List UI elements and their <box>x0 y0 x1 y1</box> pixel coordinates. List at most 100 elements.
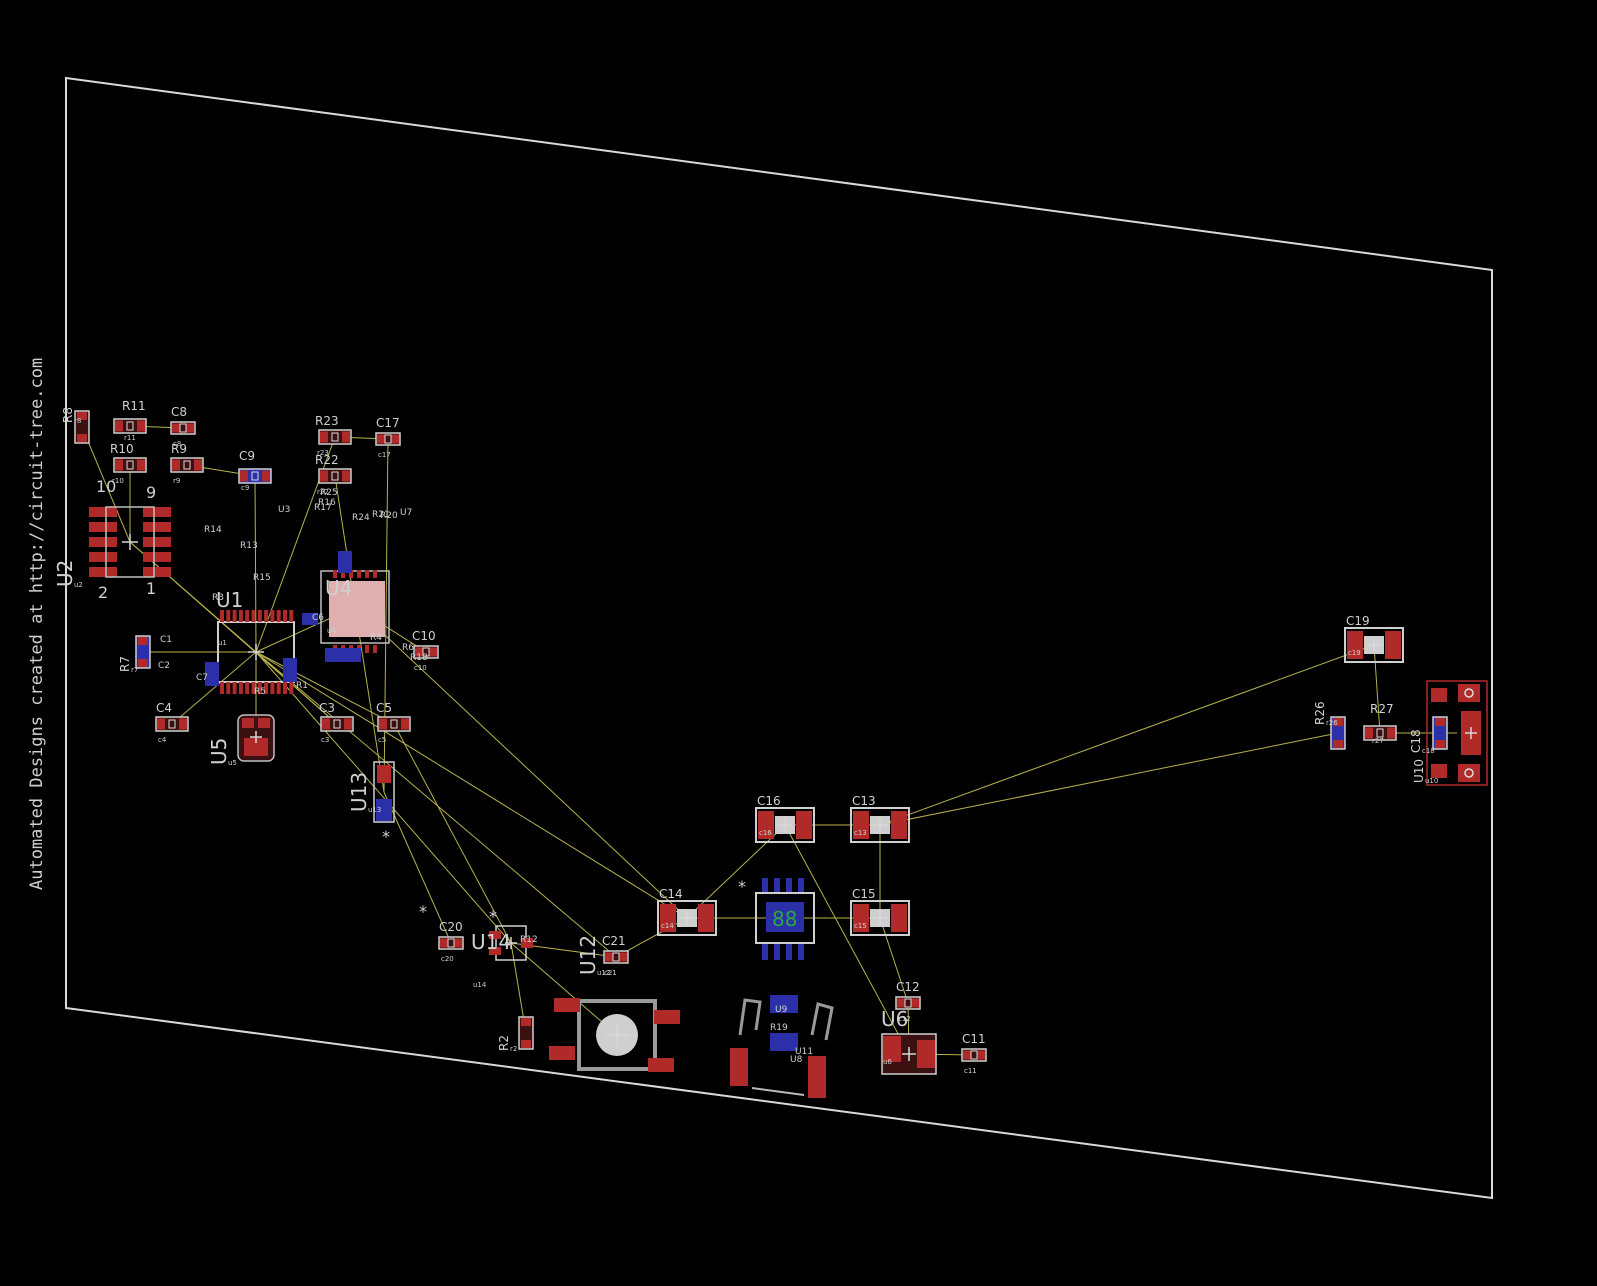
value-label-u2: u2 <box>74 581 83 589</box>
value-label-c15: c15 <box>854 922 867 930</box>
value-label-c14: c14 <box>661 922 674 930</box>
value-label-u5: u5 <box>228 759 237 767</box>
ref-label-u10: U10 <box>1412 759 1426 783</box>
misc-ref-label: R15 <box>253 573 271 583</box>
component-u13 <box>373 761 395 823</box>
ref-label-c12: C12 <box>896 980 920 994</box>
ref-label-u2: U2 <box>53 560 77 587</box>
component-c8 <box>170 421 196 435</box>
component-regulator: 88 <box>755 878 815 960</box>
ref-label-u13: U13 <box>347 772 371 812</box>
component-c10 <box>413 645 439 659</box>
misc-ref-label: R21 <box>372 510 390 520</box>
pin-label: 9 <box>146 483 156 502</box>
ref-label-c4: C4 <box>156 701 172 715</box>
component-u12 <box>549 998 680 1072</box>
misc-ref-label: R17 <box>314 503 332 513</box>
ref-label-r10: R10 <box>110 442 134 456</box>
airwire <box>784 824 910 1055</box>
airwire <box>1373 644 1381 734</box>
ref-label-r9: R9 <box>171 442 187 456</box>
misc-ref-label: U3 <box>278 505 290 515</box>
component-u10 <box>1426 680 1488 786</box>
value-label-r7: r7 <box>131 666 138 674</box>
pin-label: 2 <box>98 583 108 602</box>
ref-label-c14: C14 <box>659 887 683 901</box>
value-label-r9: r9 <box>173 477 180 485</box>
value-label-c20: c20 <box>441 955 454 963</box>
misc-ref-label: U11 <box>795 1047 813 1057</box>
component-r9 <box>170 457 204 473</box>
value-label-r22: r22 <box>317 488 329 496</box>
component-c3 <box>320 716 354 732</box>
value-label-u10: u10 <box>1425 777 1438 785</box>
airwire <box>255 651 617 958</box>
component-r8 <box>74 410 90 444</box>
component-c14 <box>657 900 717 936</box>
value-label-c21: c21 <box>604 969 617 977</box>
airwire <box>81 426 131 543</box>
value-label-r2: r2 <box>510 1045 517 1053</box>
ref-label-r11: R11 <box>122 399 146 413</box>
airwire <box>171 651 257 725</box>
component-c16 <box>755 807 815 843</box>
component-r26 <box>1330 716 1346 750</box>
component-c19 <box>1344 627 1404 663</box>
value-label-u1: u1 <box>218 639 227 647</box>
board-outline <box>65 76 1493 1200</box>
airwire <box>879 917 909 1004</box>
component-c15 <box>850 900 910 936</box>
component-c13 <box>850 807 910 843</box>
component-r10 <box>113 457 147 473</box>
airwire <box>510 942 618 1036</box>
value-label-c4: c4 <box>158 736 167 744</box>
component-c9 <box>238 468 272 484</box>
value-label-u12: u12 <box>597 969 610 977</box>
misc-ref-label: R12 <box>520 935 538 945</box>
ref-label-c21: C21 <box>602 934 626 948</box>
ref-label-c13: C13 <box>852 794 876 808</box>
ref-label-c18: C18 <box>1409 729 1423 753</box>
value-label-c12: c12 <box>898 1015 911 1023</box>
value-label-u13: u13 <box>368 806 381 814</box>
misc-ref-label: R14 <box>204 525 222 535</box>
component-u5 <box>237 714 275 762</box>
ref-label-c3: C3 <box>319 701 335 715</box>
value-label-u6: u6 <box>883 1058 892 1066</box>
pin1-marker: * <box>738 877 746 896</box>
misc-ref-label: R5 <box>254 687 266 697</box>
components-layer: 88 <box>74 410 1488 1098</box>
misc-ref-label: C7 <box>196 673 208 683</box>
ref-label-r2: R2 <box>497 1035 511 1051</box>
component-c21 <box>603 950 629 964</box>
misc-ref-label: R13 <box>240 541 258 551</box>
ref-label-c16: C16 <box>757 794 781 808</box>
misc-ref-label: C6 <box>312 613 324 623</box>
value-label-u4: u4 <box>327 627 336 635</box>
component-c11 <box>961 1048 987 1062</box>
ref-label-c5: C5 <box>376 701 392 715</box>
misc-ref-label: R3 <box>212 593 224 603</box>
ref-label-c8: C8 <box>171 405 187 419</box>
pin1-marker: * <box>382 827 390 846</box>
ref-label-r26: R26 <box>1313 701 1327 725</box>
ref-label-r23: R23 <box>315 414 339 428</box>
ref-label-c17: C17 <box>376 416 400 430</box>
ref-label-u14: U14 <box>471 930 511 954</box>
ref-label-u6: U6 <box>881 1007 908 1031</box>
ref-label-u4: U4 <box>325 576 352 600</box>
ref-label-r27: R27 <box>1370 702 1394 716</box>
component-r27 <box>1363 725 1397 741</box>
ref-label-r8: R8 <box>61 407 75 423</box>
value-label-c11: c11 <box>964 1067 977 1075</box>
airwire <box>383 438 389 793</box>
component-c5 <box>377 716 411 732</box>
ref-label-u5: U5 <box>207 738 231 765</box>
airwire <box>255 651 688 919</box>
misc-ref-label: U7 <box>400 508 412 518</box>
value-label-c9: c9 <box>241 484 249 492</box>
airwire <box>383 791 452 944</box>
component-r11 <box>113 418 147 434</box>
misc-ref-label: U8 <box>790 1055 803 1065</box>
svg-text:88: 88 <box>772 907 797 931</box>
